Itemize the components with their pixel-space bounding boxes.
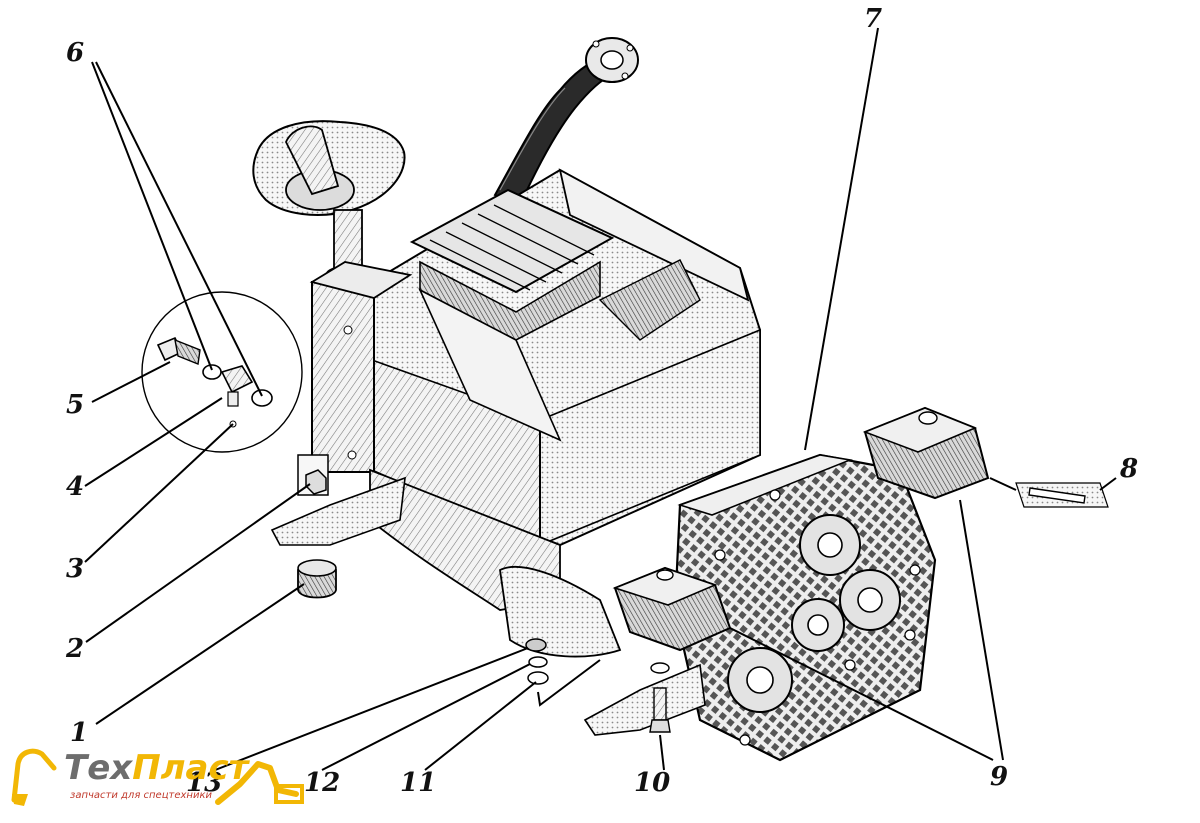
techplast-watermark: ТехПласт запчасти для спецтехники [8,742,308,814]
leader-lines [84,27,1117,773]
bolt-part-10 [649,662,671,733]
callout-2: 2 [66,634,85,664]
excavator-logo-icon [11,748,304,806]
lower-mount-bracket [583,663,706,736]
callout-1: 1 [70,718,89,748]
pin-inset [1015,482,1109,508]
detail-inset [141,291,303,453]
washer-stack [525,638,549,685]
top-grille [409,188,615,442]
brand-name: ТехПласт [64,748,248,788]
callout-5: 5 [66,390,85,420]
callout-3: 3 [66,554,85,584]
brand-tagline: запчасти для спецтехники [70,790,212,801]
callout-11: 11 [400,768,437,798]
gearbox-front-plate [673,453,937,762]
air-intake-pipe [252,120,406,285]
callout-10: 10 [634,768,671,798]
brand-part2: Пласт [132,748,249,788]
callout-7: 7 [864,4,883,34]
callout-6: 6 [66,38,85,68]
rubber-bushing [297,559,337,599]
callout-13: 13 [186,768,223,798]
callout-9: 9 [990,762,1009,792]
brand-part1: Тех [64,748,133,788]
callout-4: 4 [66,472,85,502]
exhaust-hose [493,37,639,207]
rubber-mount-right [862,406,990,500]
callout-8: 8 [1120,454,1139,484]
side-reservoir [309,261,413,473]
rubber-mount-left [612,566,732,652]
callout-12: 12 [304,768,341,798]
